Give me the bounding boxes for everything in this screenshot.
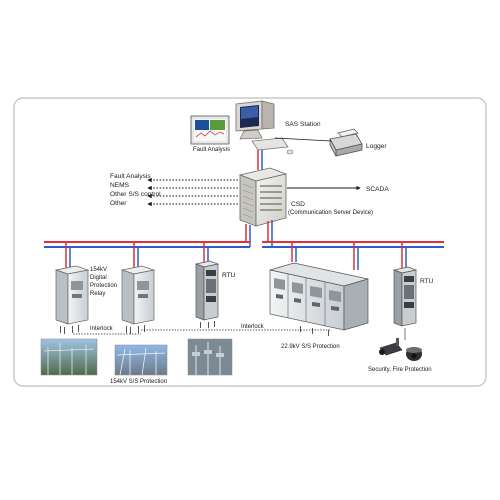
- workstation-icon: [235, 100, 294, 155]
- security-camera-icon: [379, 338, 403, 356]
- dome-camera-icon: [406, 347, 422, 361]
- relay-cabinet-1: [54, 265, 90, 334]
- logger-label: Logger: [366, 143, 387, 150]
- sas-station-label: SAS Station: [285, 121, 321, 128]
- rtu-cabinet-right: [392, 266, 418, 327]
- csd-title-label: CSD: [291, 201, 305, 208]
- output-label-other: Other: [110, 200, 127, 207]
- rtu-left-label: RTU: [222, 272, 236, 279]
- relay-label-line3: Protection: [90, 283, 117, 289]
- output-label-nems: NEMS: [110, 182, 130, 189]
- scada-label: SCADA: [366, 186, 389, 193]
- left-communication-bus: [44, 241, 250, 248]
- interlock-right-label: Interlock: [241, 324, 265, 330]
- protection-154-label: 154kV S/S Protection: [110, 379, 167, 385]
- rtu-right-label: RTU: [420, 278, 434, 285]
- switchgear-connectors: [300, 326, 329, 336]
- relay-label-line2: Digital: [90, 275, 107, 281]
- csd-subtitle-label: (Communication Server Device): [288, 210, 373, 216]
- relay-label-line4: Relay: [90, 291, 105, 297]
- workstation-logger-link: [274, 137, 332, 142]
- switchgear-cabinets: [269, 262, 369, 331]
- fault-analysis-monitor-icon: [190, 115, 230, 145]
- printer-icon: [329, 128, 363, 157]
- security-fire-label: Security, Fire Protection: [368, 367, 432, 373]
- relay-cabinet-2: [120, 265, 156, 334]
- relay-label-line1: 154kV: [90, 267, 107, 273]
- output-label-fault-analysis: Fault Analysis: [110, 173, 151, 180]
- protection-229-label: 22.9kV S/S Protection: [281, 344, 340, 350]
- fault-analysis-screen-label: Fault Analysis: [193, 147, 230, 153]
- substation-photo-3: [187, 338, 233, 376]
- substation-photo-2: [114, 344, 168, 376]
- interlock-left-label: Interlock: [90, 326, 114, 332]
- output-label-other-ss-control: Other S/S control: [110, 191, 161, 198]
- bus-drops: [65, 242, 407, 270]
- substation-photo-1: [40, 338, 98, 376]
- rtu-cabinet-left: [194, 260, 220, 328]
- server-rack-icon: [238, 167, 288, 227]
